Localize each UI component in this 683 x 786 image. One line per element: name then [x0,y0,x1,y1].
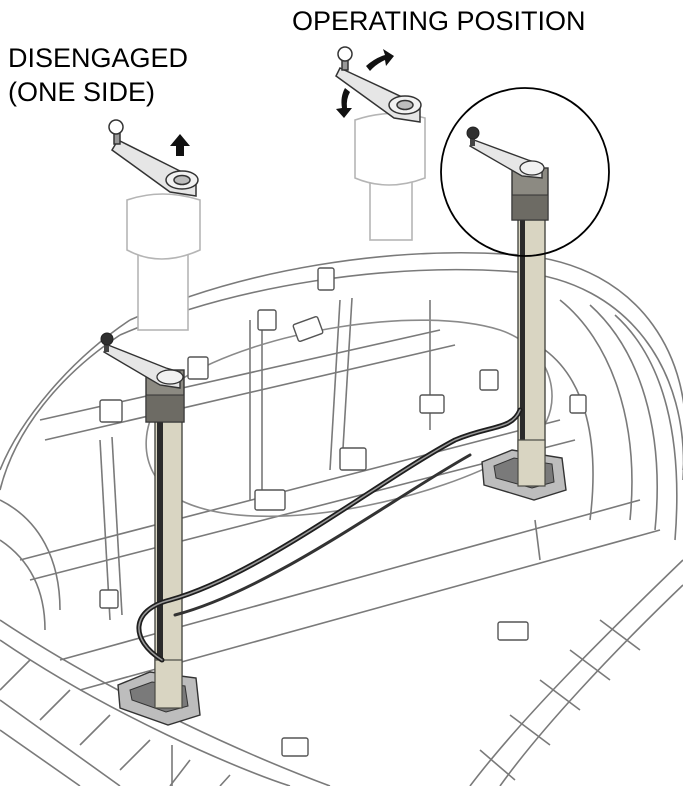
rotate-arrows-icon [336,49,394,118]
arrow-up-icon [170,134,190,156]
crank-handle-disengaged [108,119,199,197]
ghost-column-right [354,112,426,241]
detail-callout-circle [440,87,610,257]
right-post [466,126,567,501]
connecting-cable [136,407,523,663]
hull-frame [0,252,683,786]
label-operating-position: OPERATING POSITION [292,6,586,36]
left-post [100,332,201,726]
crank-handle-operating [335,46,422,123]
label-one-side: (ONE SIDE) [8,77,156,107]
hull-brackets [99,267,587,757]
label-disengaged: DISENGAGED [8,43,189,73]
ghost-column-left [126,193,201,331]
